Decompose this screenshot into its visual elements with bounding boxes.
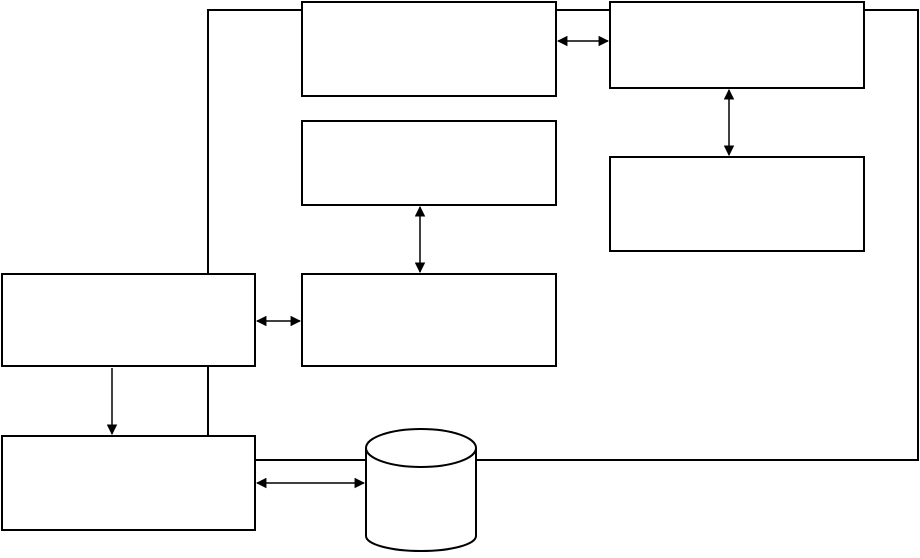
box-mid-right xyxy=(609,156,865,252)
box-top-center xyxy=(301,1,557,97)
box-mid-center xyxy=(301,120,557,206)
database-cylinder xyxy=(365,428,477,552)
box-top-right xyxy=(609,1,865,89)
box-lower-center xyxy=(301,273,557,367)
box-left xyxy=(1,273,256,367)
box-bottom-left xyxy=(1,435,256,531)
connector-left-to-top xyxy=(207,9,302,274)
connector-top-right-to-database xyxy=(476,9,919,461)
